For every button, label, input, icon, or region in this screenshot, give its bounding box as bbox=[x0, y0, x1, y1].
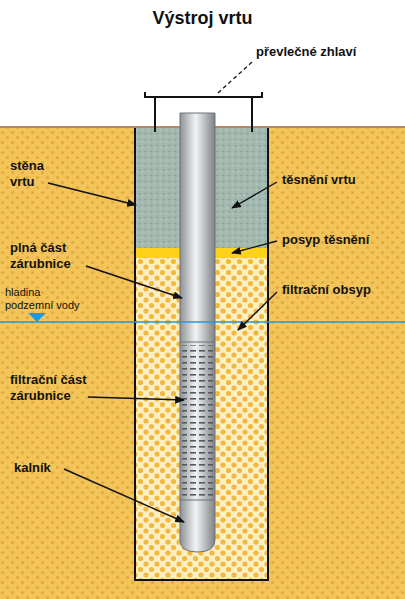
part-label: stěna vrtu bbox=[10, 158, 70, 190]
cap bbox=[145, 92, 262, 97]
casing bbox=[180, 113, 215, 552]
part-label: hladina podzemní vody bbox=[5, 286, 85, 312]
part-label: posyp těsnění bbox=[282, 232, 369, 248]
part-label: převlečné zhlaví bbox=[256, 44, 356, 60]
part-label: filtrační obsyp bbox=[282, 282, 371, 298]
part-label: těsnění vrtu bbox=[282, 172, 356, 188]
water-table bbox=[0, 321, 405, 323]
part-label: filtrační část zárubnice bbox=[10, 372, 114, 404]
part-label: plná část zárubnice bbox=[10, 240, 90, 272]
water-symbol bbox=[28, 313, 46, 322]
part-label: kalník bbox=[14, 460, 51, 476]
leaders bbox=[48, 182, 277, 522]
title: Výstroj vrtu bbox=[0, 8, 405, 29]
slots bbox=[182, 345, 213, 497]
